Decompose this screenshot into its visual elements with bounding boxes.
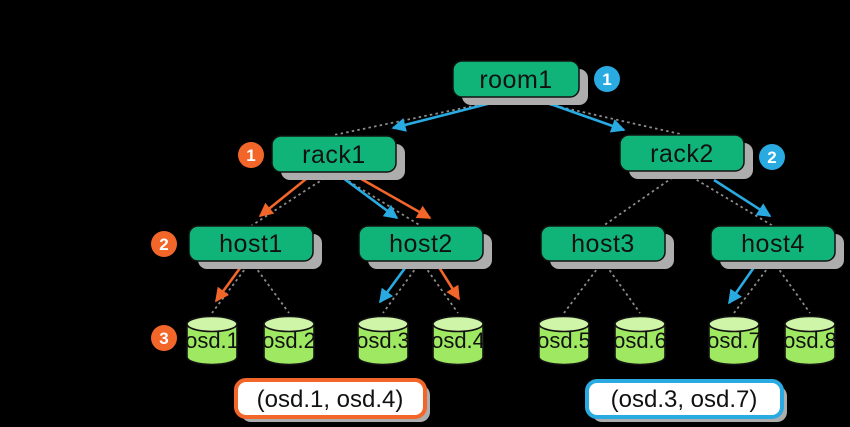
badge-orange-step2-circle — [151, 231, 177, 257]
osd-1-top — [186, 315, 238, 333]
node-rack2-label: rack2 — [650, 140, 714, 168]
orange-selection-arrows — [214, 173, 461, 303]
osd-2-body — [263, 323, 315, 366]
osd-3-body — [357, 323, 409, 366]
node-host1-label: host1 — [219, 230, 283, 258]
result-box-orange: (osd.1, osd.4) — [234, 378, 430, 422]
osd-cylinder-1: osd.1 — [185, 315, 239, 366]
node-host1: host1 — [188, 225, 322, 269]
osd-5-label: osd.5 — [537, 328, 591, 353]
blue-arrow-host2-osd3 — [378, 263, 410, 304]
result-box-blue: (osd.3, osd.7) — [585, 379, 787, 422]
node-host2-box — [358, 225, 484, 262]
blue-arrow-rack1-host2 — [338, 173, 399, 220]
osd-7-top — [708, 315, 760, 333]
osd-5-body — [538, 323, 590, 366]
badge-blue-step2-circle — [759, 144, 785, 170]
node-host2: host2 — [358, 225, 492, 269]
tree-edges — [211, 96, 811, 314]
badge-orange-step1-number: 1 — [246, 146, 255, 165]
osd-8-body — [784, 323, 836, 366]
blue-arrow-host4-osd7 — [727, 262, 759, 305]
badge-blue-step1-circle — [594, 66, 620, 92]
tree-edge-host4-osd8 — [772, 260, 811, 314]
osd-4-label: osd.4 — [431, 328, 485, 353]
orange-arrow-host2-osd4 — [435, 263, 461, 301]
node-host3-box — [540, 225, 666, 262]
badge-orange-step2-number: 2 — [159, 235, 168, 254]
osd-4-top — [432, 315, 484, 333]
node-host4-label: host4 — [741, 230, 805, 258]
result-box-blue-frame — [585, 379, 784, 419]
tree-edge-rack2-host4 — [681, 170, 774, 227]
node-room1-box — [452, 60, 580, 98]
badge-orange-step1-circle — [238, 142, 264, 168]
orange-arrow-host1-osd1 — [214, 263, 245, 303]
tree-edge-host2-osd4 — [420, 260, 459, 314]
badge-orange-step2: 2 — [151, 231, 177, 257]
node-rack1-box — [271, 135, 397, 173]
osd-1-body — [186, 323, 238, 366]
osd-3-label: osd.3 — [356, 328, 410, 353]
osd-cylinder-3: osd.3 — [356, 315, 410, 366]
node-rack1: rack1 — [271, 135, 405, 180]
node-rack2: rack2 — [619, 134, 753, 179]
orange-arrow-rack1-host2 — [355, 174, 432, 220]
osd-5-top — [538, 315, 590, 333]
osd-cylinder-8: osd.8 — [783, 315, 837, 366]
orange-arrow-rack1-host1 — [258, 173, 312, 218]
badge-blue-step1: 1 — [594, 66, 620, 92]
node-host3-label: host3 — [571, 230, 635, 258]
osd-cylinder-6: osd.6 — [613, 315, 667, 366]
tree-edge-rack1-host1 — [250, 171, 335, 227]
tree-edge-rack2-host3 — [602, 170, 683, 227]
blue-arrow-rack2-host4 — [713, 178, 772, 218]
badge-blue-step2-number: 2 — [767, 148, 776, 167]
tree-edge-host2-osd3 — [382, 260, 422, 314]
badge-blue-step1-number: 1 — [602, 70, 611, 89]
result-box-orange-label: (osd.1, osd.4) — [257, 386, 404, 413]
badge-orange-step1: 1 — [238, 142, 264, 168]
osd-cylinder-4: osd.4 — [431, 315, 485, 366]
node-host3: host3 — [540, 225, 674, 269]
osd-8-label: osd.8 — [783, 328, 837, 353]
result-box-orange-frame — [234, 378, 427, 419]
node-room1: room1 — [452, 60, 588, 105]
osd-3-top — [357, 315, 409, 333]
osd-6-label: osd.6 — [613, 328, 667, 353]
badge-blue-step2: 2 — [759, 144, 785, 170]
node-rack1-label: rack1 — [302, 141, 366, 169]
badge-orange-step3-circle — [151, 325, 177, 351]
osd-cylinder-5: osd.5 — [537, 315, 591, 366]
node-host2-label: host2 — [389, 230, 453, 258]
node-room1-label: room1 — [479, 66, 552, 94]
blue-arrow-room1-rack2 — [541, 99, 626, 133]
osd-6-top — [614, 315, 666, 333]
node-rack2-box — [619, 134, 745, 172]
result-box-blue-label: (osd.3, osd.7) — [611, 386, 758, 413]
osd-8-top — [784, 315, 836, 333]
osd-7-body — [708, 323, 760, 366]
node-host1-box — [188, 225, 314, 262]
osd-2-label: osd.2 — [262, 328, 316, 353]
node-host4-box — [710, 225, 836, 262]
badge-orange-step3: 3 — [151, 325, 177, 351]
blue-selection-arrows — [338, 98, 772, 305]
osd-4-body — [432, 323, 484, 366]
badge-orange-step3-number: 3 — [159, 329, 168, 348]
node-host4: host4 — [710, 225, 844, 269]
osd-cylinder-2: osd.2 — [262, 315, 316, 366]
tree-edge-host3-osd6 — [602, 260, 641, 314]
osd-cylinder-7: osd.7 — [707, 315, 761, 366]
osd-7-label: osd.7 — [707, 328, 761, 353]
osd-1-label: osd.1 — [185, 328, 239, 353]
tree-edge-host1-osd2 — [250, 260, 290, 314]
osd-2-top — [263, 315, 315, 333]
osd-6-body — [614, 323, 666, 366]
